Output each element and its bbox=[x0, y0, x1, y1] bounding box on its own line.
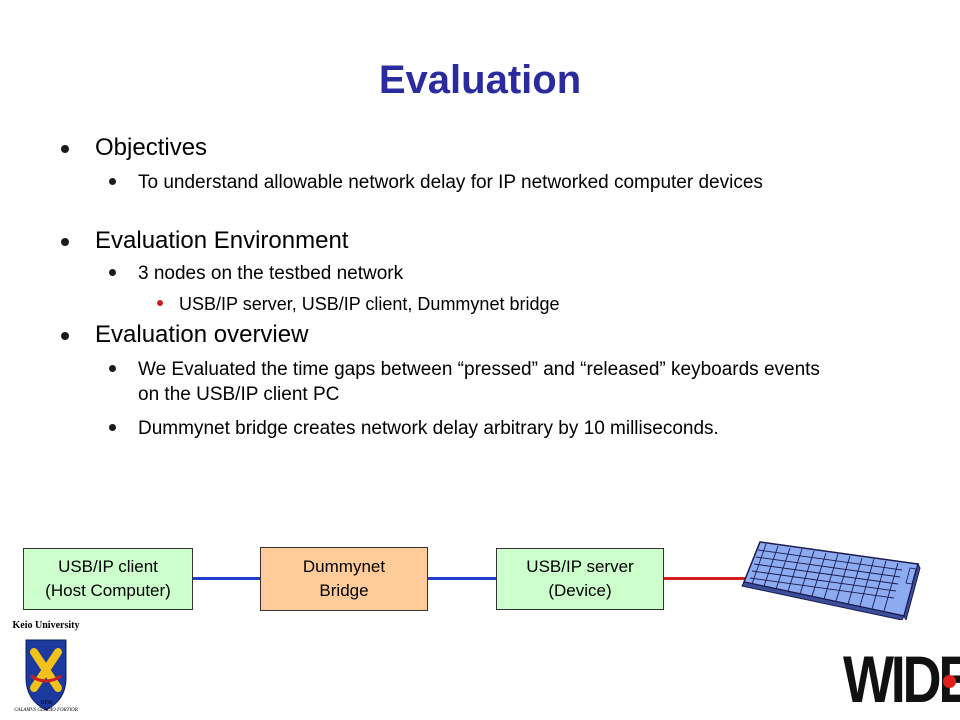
bullet-text: USB/IP server, USB/IP client, Dummynet b… bbox=[179, 294, 560, 314]
sub-bullet-objective: To understand allowable network delay fo… bbox=[109, 170, 869, 195]
bullet-list: Objectives To understand allowable netwo… bbox=[61, 134, 869, 441]
bullet-text: Objectives bbox=[95, 134, 208, 161]
bullet-objectives: Objectives bbox=[61, 134, 207, 162]
client-node: USB/IP client (Host Computer) bbox=[23, 548, 193, 610]
client-sublabel: (Host Computer) bbox=[45, 581, 171, 600]
bullet-text: Evaluation Environment bbox=[95, 227, 349, 254]
keio-year: 1858 bbox=[40, 700, 52, 706]
link-server-keyboard bbox=[664, 577, 748, 580]
bullet-text: Evaluation overview bbox=[95, 321, 309, 348]
wide-red-dot-icon bbox=[943, 675, 956, 688]
wide-logo: WIDE bbox=[843, 646, 960, 712]
keio-pen-sword-icon bbox=[25, 639, 67, 711]
keio-motto: CALAMVS GLADIO FORTIOR bbox=[14, 708, 78, 713]
slide-title: Evaluation bbox=[378, 58, 582, 102]
keio-logo: Keio University 1858 CALAMVS GLADIO FORT… bbox=[4, 620, 88, 718]
bullet-dot bbox=[61, 332, 69, 340]
client-label: USB/IP client bbox=[58, 557, 158, 576]
bridge-sublabel: Bridge bbox=[319, 581, 369, 600]
sub-bullet-nodes: 3 nodes on the testbed network bbox=[109, 261, 403, 286]
bullet-evaluation-environment: Evaluation Environment bbox=[61, 227, 348, 255]
sub-bullet-dummynet-delay: Dummynet bridge creates network delay ar… bbox=[109, 416, 719, 441]
bullet-evaluation-overview: Evaluation overview bbox=[61, 321, 308, 349]
server-sublabel: (Device) bbox=[548, 581, 612, 600]
bullet-text: We Evaluated the time gaps between “pres… bbox=[138, 359, 820, 405]
bullet-text: 3 nodes on the testbed network bbox=[138, 263, 404, 284]
server-label: USB/IP server bbox=[526, 557, 634, 576]
bullet-text: Dummynet bridge creates network delay ar… bbox=[138, 418, 719, 439]
bullet-dot bbox=[157, 300, 163, 306]
link-client-bridge bbox=[193, 577, 261, 580]
server-node: USB/IP server (Device) bbox=[496, 548, 664, 610]
link-bridge-server bbox=[427, 577, 497, 580]
wide-logo-text: WIDE bbox=[843, 642, 960, 716]
bullet-dot bbox=[109, 424, 116, 431]
sub-sub-bullet-nodes-list: USB/IP server, USB/IP client, Dummynet b… bbox=[157, 292, 560, 316]
keio-name: Keio University bbox=[12, 620, 80, 631]
bullet-text: To understand allowable network delay fo… bbox=[138, 172, 763, 193]
bullet-dot bbox=[61, 145, 69, 153]
bullet-dot bbox=[109, 178, 116, 185]
bullet-dot bbox=[109, 365, 116, 372]
bullet-dot bbox=[109, 269, 116, 276]
bullet-dot bbox=[61, 238, 69, 246]
sub-bullet-time-gaps: We Evaluated the time gaps between “pres… bbox=[109, 357, 829, 407]
keyboard-icon bbox=[741, 541, 921, 620]
bridge-label: Dummynet bbox=[302, 557, 386, 576]
